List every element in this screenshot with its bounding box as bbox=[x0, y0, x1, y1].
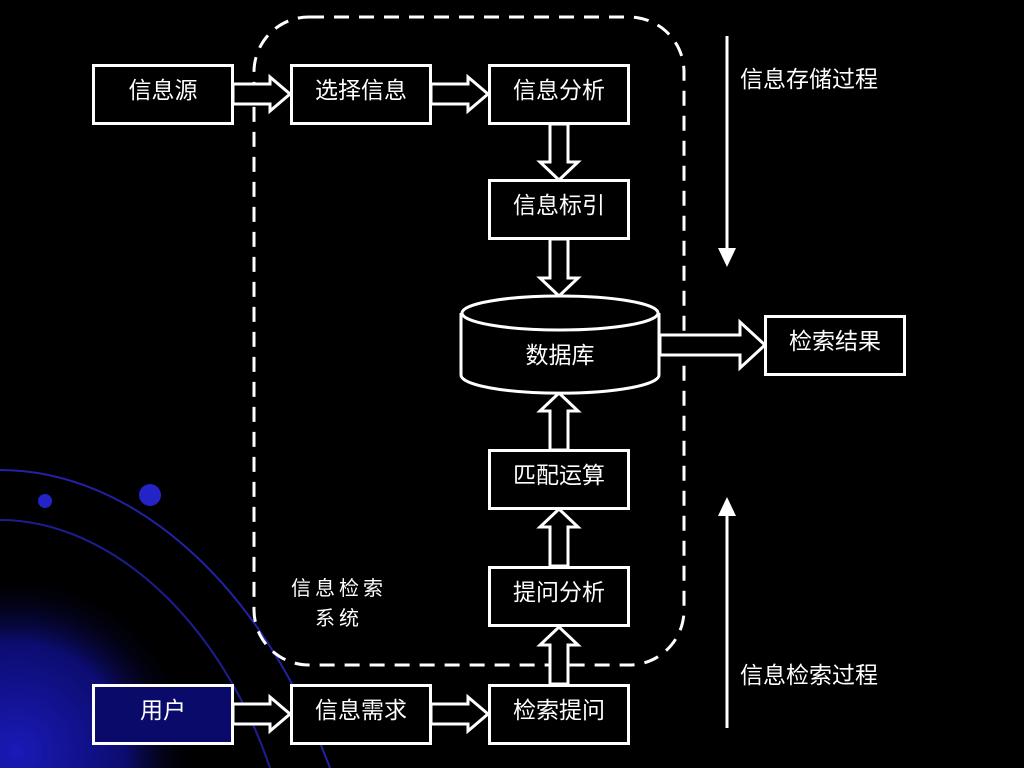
node-match: 匹配运算 bbox=[488, 449, 630, 510]
system-label: 信息检索 系统 bbox=[274, 573, 404, 633]
node-query: 检索提问 bbox=[488, 684, 630, 745]
arrow-select-to-analysis bbox=[429, 73, 491, 115]
system-label-line-2: 系统 bbox=[315, 606, 363, 630]
arrow-source-to-select bbox=[231, 73, 293, 115]
arrow-user-to-need bbox=[231, 693, 293, 735]
arrow-index-to-database bbox=[536, 237, 582, 299]
arrow-need-to-query bbox=[429, 693, 491, 735]
arrow-analysis-to-index bbox=[536, 122, 582, 183]
node-database-label: 数据库 bbox=[525, 343, 595, 369]
retrieval-process-arrow bbox=[718, 497, 736, 728]
system-label-line-1: 信息检索 bbox=[291, 576, 387, 600]
node-source: 信息源 bbox=[92, 64, 234, 125]
arrow-match-to-database bbox=[536, 390, 582, 452]
storage-process-label: 信息存储过程 bbox=[740, 67, 878, 93]
node-need: 信息需求 bbox=[290, 684, 432, 745]
node-select: 选择信息 bbox=[290, 64, 432, 125]
node-result: 检索结果 bbox=[764, 315, 906, 376]
arrow-query-to-queryanalysis bbox=[536, 624, 582, 686]
database-cylinder bbox=[459, 294, 661, 395]
node-query-analysis: 提问分析 bbox=[488, 566, 630, 627]
node-user: 用户 bbox=[92, 684, 234, 745]
node-analysis: 信息分析 bbox=[488, 64, 630, 125]
arrow-queryanalysis-to-match bbox=[536, 506, 582, 568]
retrieval-process-label: 信息检索过程 bbox=[740, 663, 878, 689]
node-index: 信息标引 bbox=[488, 179, 630, 240]
arrow-database-to-result bbox=[658, 318, 768, 372]
storage-process-arrow bbox=[718, 36, 736, 267]
